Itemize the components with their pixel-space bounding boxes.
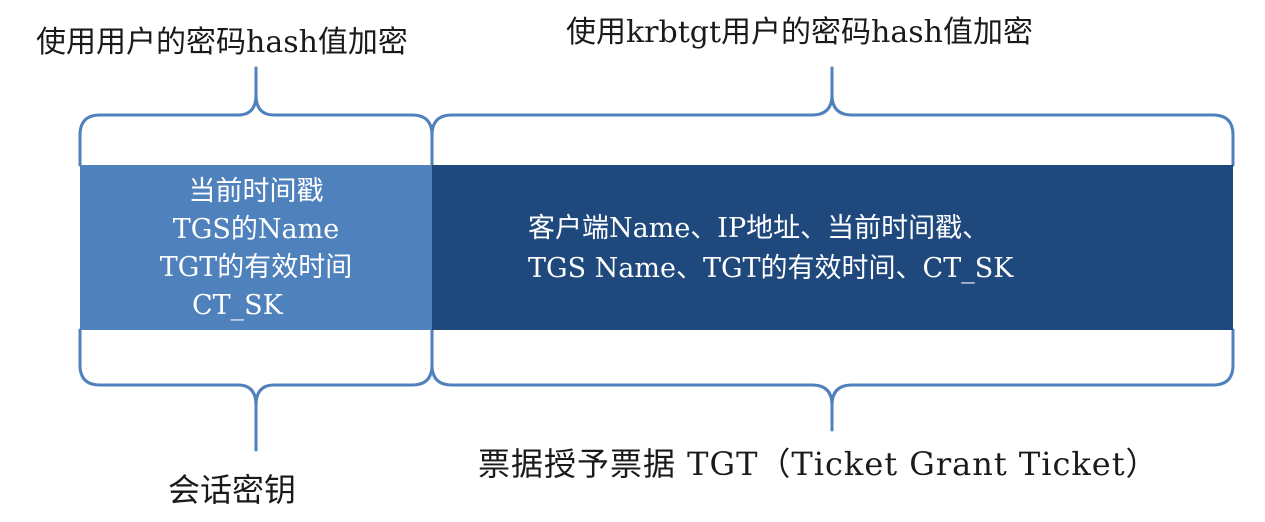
- session-key-line-tgt-validity: TGT的有效时间: [159, 252, 353, 283]
- tgt-line-1: 客户端Name、IP地址、当前时间戳、: [528, 213, 990, 244]
- session-key-box: 当前时间戳 TGS的Name TGT的有效时间 CT_SK: [80, 165, 432, 330]
- brace-top-left: [78, 66, 434, 167]
- brace-top-right: [430, 66, 1235, 167]
- label-encrypt-krbtgt-hash: 使用krbtgt用户的密码hash值加密: [566, 15, 1033, 50]
- brace-bottom-left: [78, 328, 434, 452]
- label-session-key: 会话密钥: [168, 471, 297, 509]
- label-tgt: 票据授予票据 TGT（Ticket Grant Ticket）: [478, 445, 1159, 483]
- session-key-line-timestamp: 当前时间戳: [188, 176, 324, 207]
- session-key-line-tgs-name: TGS的Name: [172, 214, 340, 245]
- tgt-box: 客户端Name、IP地址、当前时间戳、 TGS Name、TGT的有效时间、CT…: [432, 165, 1233, 330]
- brace-bottom-right: [430, 328, 1235, 432]
- label-encrypt-user-hash: 使用用户的密码hash值加密: [36, 25, 408, 60]
- tgt-line-2: TGS Name、TGT的有效时间、CT_SK: [528, 253, 1014, 284]
- session-key-line-ct-sk: CT_SK: [192, 290, 283, 321]
